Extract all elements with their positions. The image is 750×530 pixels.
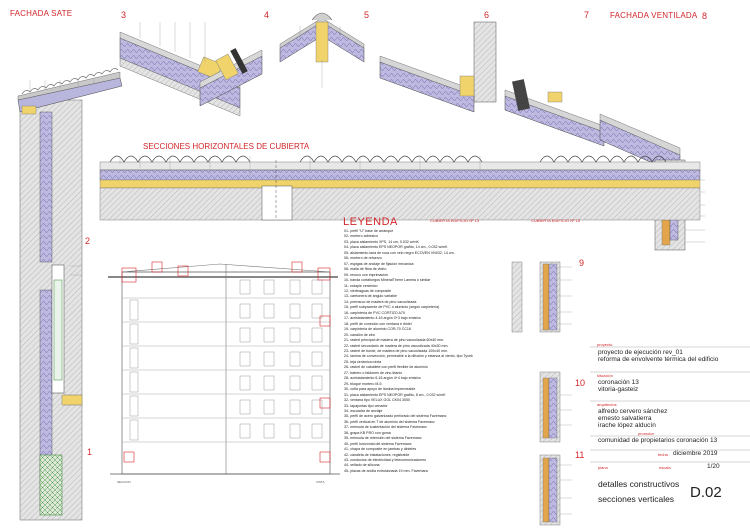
legend-item: 18- perfil de conexión con ventana e din… bbox=[344, 321, 412, 326]
roof-note-13: CUBIERTA EDIFICIO Nº 13 bbox=[430, 218, 480, 223]
legend-item: 42- canaleta de instalaciones, registrab… bbox=[344, 452, 410, 457]
tb-promotor-label: promotor bbox=[638, 431, 655, 436]
legend-item: 43- conductos de electricidad y telecomu… bbox=[344, 458, 427, 463]
legend-item: 21- rastrel principal de madera de pino … bbox=[344, 338, 445, 343]
tb-plano-code: D.02 bbox=[690, 484, 722, 501]
section-label-right: VISTA bbox=[316, 480, 325, 484]
detail-number-4: 4 bbox=[264, 10, 270, 20]
parapet-detail-6 bbox=[379, 21, 497, 113]
legend-item: 03- placa aislamiento XPS, 14 cm, 0.032 … bbox=[344, 239, 419, 244]
detail-number-3: 3 bbox=[121, 10, 127, 20]
legend-item: 27- babero o faldones de zinc-titanio bbox=[344, 370, 403, 375]
tb-arquitecto-1: alfredo cervero sánchez bbox=[598, 408, 668, 415]
legend-item: 25- teja cerámica mixta bbox=[344, 359, 382, 364]
legend-item: 36- perfil vertical en T de aluminio del… bbox=[344, 419, 435, 424]
legend-item: 22- rastrel secundario de madera de pino… bbox=[344, 343, 449, 348]
horizontal-roof-section bbox=[99, 155, 701, 221]
tb-proyecto-line2: reforma de envolvente térmica del edific… bbox=[598, 356, 719, 363]
legend-title: LEYENDA bbox=[343, 216, 398, 228]
legend-item: 09- revoco con imprimación bbox=[344, 272, 389, 277]
sate-wall-detail bbox=[17, 68, 123, 521]
detail-number-10: 10 bbox=[575, 378, 586, 388]
legend-item: 05- aislamiento lana de roca con velo ne… bbox=[344, 250, 455, 255]
title-block-lines bbox=[590, 346, 750, 463]
legend-item: 28- acristalamiento 6-16 argón 4+4 bajo … bbox=[344, 376, 421, 381]
legend-item: 33- tapajuntas tipo cenador bbox=[344, 403, 388, 408]
ridge-detail-5 bbox=[279, 12, 365, 88]
legend-item: 19- carpintería de aluminio COR-70 CC16 bbox=[344, 327, 411, 332]
header-secciones-horizontales: SECCIONES HORIZONTALES DE CUBIERTA bbox=[143, 142, 310, 151]
legend-item: 37- ménsula de sustentación del sistema … bbox=[344, 425, 427, 430]
legend-item: 44- sellado de silicona bbox=[344, 463, 380, 468]
legend-list: 01- perfil "U" base de arranque 02- mort… bbox=[344, 229, 473, 474]
header-fachada-sate: FACHADA SATE bbox=[10, 9, 73, 18]
legend-item: 39- ménsula de retención del sistema Fav… bbox=[344, 436, 422, 441]
tb-escala-label: escala bbox=[659, 465, 671, 470]
legend-item: 26- rastrel de caballete con perfil flex… bbox=[344, 365, 428, 370]
detail-number-8: 8 bbox=[702, 11, 708, 21]
tb-arquitecto-3: irache lópez alducín bbox=[598, 422, 656, 429]
legend-item: 06- mortero de refuerzo bbox=[344, 256, 382, 261]
tb-plano-title-2: secciones verticales bbox=[598, 494, 675, 504]
legend-item: 16- carpintería de PVC CORTIZO A70 bbox=[344, 310, 405, 315]
legend-item: 30- cuña para apoyo de lámina impermeabl… bbox=[344, 387, 416, 392]
legend-item: 24- lamina de convección, permeable a la… bbox=[344, 354, 473, 359]
legend-item: 40- perfil horizontal del sistema Favema… bbox=[344, 441, 412, 446]
detail-number-6: 6 bbox=[484, 10, 490, 20]
header-fachada-ventilada: FACHADA VENTILADA bbox=[610, 11, 698, 20]
tb-proyecto-label: proyecto bbox=[597, 342, 613, 347]
legend-item: 38- grapa KB PRO con goma bbox=[344, 430, 391, 435]
legend-item: 29- bloque mortero M-5 bbox=[344, 381, 382, 386]
tb-fecha-label: fecha bbox=[658, 452, 668, 457]
legend-item: 20- canalón de zinc bbox=[344, 332, 376, 337]
tb-arquitectos-label: arquitectos bbox=[597, 402, 617, 407]
legend-item: 23- rastrel de borde, de madera de pino … bbox=[344, 348, 449, 353]
legend-item: 41- chapa de composite en jambas y dinte… bbox=[344, 447, 417, 452]
legend-item: 02- mortero adhesivo bbox=[344, 234, 378, 239]
tb-promotor: comunidad de propietarios coronación 13 bbox=[598, 437, 718, 444]
tb-fecha: diciembre 2019 bbox=[673, 450, 718, 457]
tb-escala: 1/20 bbox=[707, 463, 720, 470]
building-section-elevation bbox=[108, 261, 340, 475]
legend-item: 04- placa aislamiento EPS NEOPOR grafito… bbox=[344, 245, 448, 250]
legend-item: 34- escuadra de anclaje bbox=[344, 408, 383, 413]
legend-item: 01- perfil "U" base de arranque bbox=[344, 229, 394, 233]
roof-detail-4 bbox=[199, 48, 263, 107]
tb-situacion-label: situación bbox=[597, 373, 613, 378]
tb-plano-label: plano bbox=[598, 465, 608, 470]
tb-situacion-line2: vitoria-gasteiz bbox=[598, 386, 639, 393]
tb-proyecto-line1: proyecto de ejecución rev_01 bbox=[598, 349, 683, 356]
detail-number-2: 2 bbox=[85, 236, 91, 246]
tb-arquitecto-2: ernesto salvatierra bbox=[598, 415, 652, 422]
legend-item: 07- espigas de anclaje de fijación mecán… bbox=[344, 261, 414, 266]
detail-number-9: 9 bbox=[579, 258, 585, 268]
legend-item: 08- malla de fibra de vidrio bbox=[344, 267, 387, 272]
section-label-left: SECCION bbox=[117, 480, 131, 484]
legend-item: 32- ventana tipo VELUX GGL CK04 3050 bbox=[344, 398, 410, 403]
roof-note-15: CUBIERTA EDIFICIO Nº 15 bbox=[531, 218, 581, 223]
legend-item: 11- rodapie cerámico bbox=[344, 283, 378, 288]
detail-number-7: 7 bbox=[584, 10, 590, 20]
roof-detail-7 bbox=[504, 79, 605, 147]
legend-item: 13- carrtonera de ángulo variable bbox=[344, 294, 397, 299]
ventilated-details-9-11 bbox=[511, 261, 572, 526]
tb-plano-title-1: detalles constructivos bbox=[598, 479, 680, 489]
legend-item: 10- banda cortafuegos MineralTherm Lamel… bbox=[344, 278, 431, 283]
legend-item: 45- placas de arcilla extrusionada 19 mm… bbox=[344, 468, 429, 473]
legend-item: 15- perfil subyacente de PVC o aluminio … bbox=[344, 305, 440, 310]
legend-item: 12- vierteaguas de composite bbox=[344, 288, 392, 293]
legend-item: 35- perfil de acero galvanizado perforad… bbox=[344, 414, 447, 419]
detail-number-5: 5 bbox=[364, 10, 370, 20]
legend-item: 17- acristalamiento 4-16 argón 3+3 bajo … bbox=[344, 316, 421, 321]
legend-item: 31- placa aislamiento EPS NEOPOR grafito… bbox=[344, 392, 446, 397]
tb-situacion-line1: coronación 13 bbox=[598, 379, 639, 386]
legend-item: 14- premarco de madera de pino vacuoliza… bbox=[344, 299, 417, 304]
detail-number-11: 11 bbox=[575, 450, 585, 460]
detail-number-1: 1 bbox=[87, 447, 93, 457]
